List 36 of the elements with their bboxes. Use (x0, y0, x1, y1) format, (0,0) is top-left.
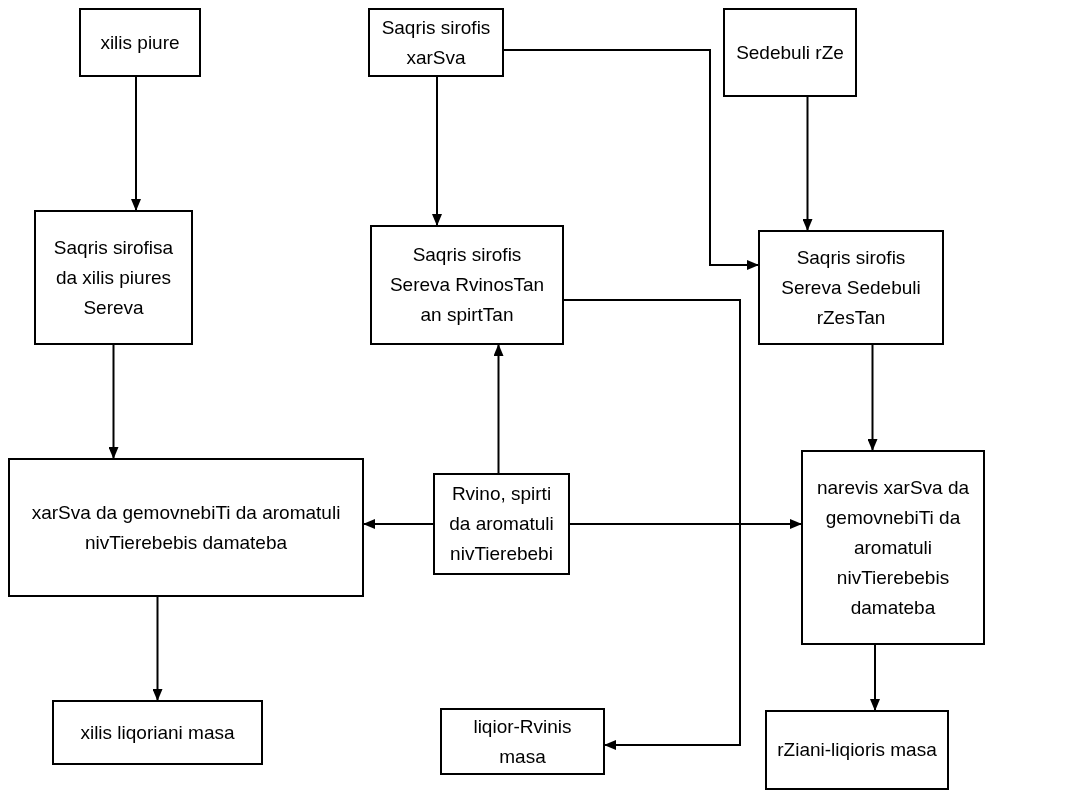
arrow (131, 76, 141, 211)
box-text: Rvino, spirti da aromatuli nivTierebebi (448, 482, 555, 566)
arrow (569, 519, 802, 529)
process-box (79, 8, 201, 77)
process-box (433, 473, 570, 575)
arrow (563, 299, 741, 750)
process-box (368, 8, 504, 77)
box-text: Saqris sirofis Sereva Sedebuli rZesTan (780, 245, 922, 330)
box-text: Sedebuli rZe (736, 40, 844, 65)
arrow (867, 344, 878, 451)
arrow (493, 344, 504, 474)
process-box (440, 708, 605, 775)
process-box (370, 225, 564, 345)
box-text: narevis xarSva da gemovnebiTi da aromatuli nivTierebebis damateba (815, 475, 971, 620)
process-box (723, 8, 857, 97)
process-box (52, 700, 263, 765)
process-box (8, 458, 364, 597)
arrow (802, 96, 813, 231)
box-text: rZiani-liqioris masa (777, 738, 937, 762)
process-box (765, 710, 949, 790)
box-text: xilis piure (100, 30, 180, 55)
arrow (870, 644, 880, 711)
arrow (152, 596, 163, 701)
box-text: Saqris sirofis xarSva (380, 15, 492, 70)
box-text: xarSva da gemovnebiTi da aromatuli nivTierebebis damateba (30, 500, 342, 555)
process-box (34, 210, 193, 345)
box-text: Saqris sirofisa da xilis piures Sereva (52, 235, 175, 320)
process-box (758, 230, 944, 345)
box-text: Saqris sirofis Sereva RvinosTan an spirtTan (388, 243, 546, 327)
arrow (503, 49, 759, 270)
box-text: xilis liqoriani masa (80, 720, 235, 745)
process-box (801, 450, 985, 645)
arrow (363, 519, 434, 529)
box-text: liqior-Rvinis masa (472, 714, 573, 769)
arrow (432, 76, 442, 226)
arrow (108, 344, 119, 459)
